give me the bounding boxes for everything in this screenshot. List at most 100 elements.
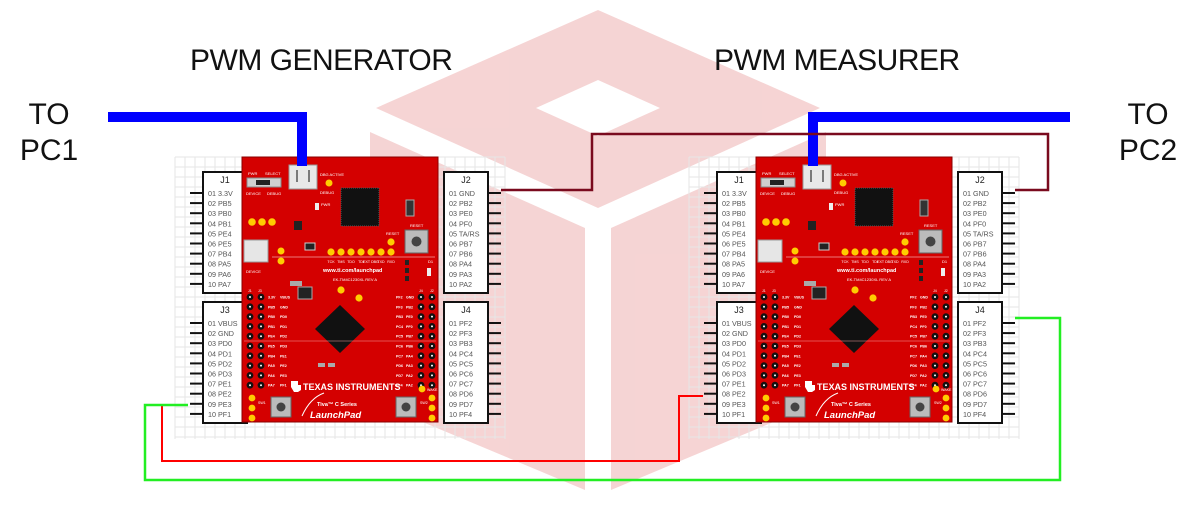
silk-pin-label: PC5 [396,335,403,339]
header-pin-label: 10 PA2 [449,280,472,289]
switch-knob [256,180,270,185]
silk-pin-label: PE3 [280,374,287,378]
header-pin-center [431,305,433,308]
header-pin-center [249,354,251,357]
silk-pin-label: PD2 [280,335,287,339]
header-pin-center [945,384,947,387]
silk-pin-label: PB1 [782,325,789,329]
jtag-pad [891,248,899,256]
debug-mcu-chip [854,187,894,227]
header-pin-center [763,296,765,298]
header-pin-center [945,335,947,338]
header-pin-label: 08 PE2 [208,390,232,399]
header-pin-center [260,364,262,367]
header-pin-label: 07 PB4 [722,250,746,259]
silk-pin-label: PB4 [268,354,275,358]
silk-pin-label: PF1 [794,384,801,388]
test-pad [277,257,285,265]
regulator [405,199,415,217]
silk-model: EK-TM4C1230XL REV A [333,277,377,282]
silk-pin-label: PC5 [910,335,917,339]
header-pin-label: 05 PE4 [722,229,746,238]
header-pin-label: 01 PF2 [449,319,472,328]
silk-pin-label: PD0 [280,315,287,319]
silk-pin-label: PE0 [920,315,927,319]
resistor [318,363,325,367]
header-pin-label: 09 PA3 [449,270,472,279]
header-pin-label: 07 PE1 [208,380,232,389]
jtag-pad [377,248,385,256]
jtag-pad [357,248,365,256]
header-box [716,301,762,424]
silk-pin-label: PF4 [396,384,403,388]
header-pin-center [431,335,433,338]
test-pad [355,294,363,302]
silk-pin-label: VBUS [280,296,291,300]
silk-pin-label: PB2 [920,305,927,309]
silk-jtag-label: RXD [387,260,395,264]
jtag-pad [327,248,335,256]
ti-brand-text: TEXAS INSTRUMENTS [303,382,401,392]
launchpad-text: LaunchPad [824,410,875,421]
header-pin-center [945,325,947,328]
header-pin-label: 01 GND [963,189,989,198]
header-pin-label: 10 PF1 [722,410,745,419]
header-pin-label: 03 PB0 [208,209,232,218]
test-pad [791,247,799,255]
header-pin-center [249,296,251,298]
header-pin-label: 09 PA3 [963,270,986,279]
header-pin-label: 04 PF0 [963,219,986,228]
header-pin-label: 08 PD6 [449,390,473,399]
header-box [443,301,489,424]
header-pin-label: 03 PB3 [963,339,987,348]
header-pin-center [774,364,776,367]
silk-pin-label: PF3 [910,305,917,309]
header-pin-label: 06 PE5 [208,240,232,249]
header-box [957,171,1003,294]
silk-pin-label: PF2 [396,296,403,300]
header-pin-label: 02 PF3 [449,329,472,338]
header-pin-label: 06 PB7 [963,240,987,249]
silk-pin-label: PD6 [910,364,917,368]
header-pin-center [934,335,936,338]
test-pad [942,394,950,402]
silk-pin-label: PA5 [268,364,275,368]
header-pin-center [260,335,262,338]
silk-jtag-label: TDI [358,260,364,264]
header-pin-center [420,305,422,308]
header-title: J1 [734,175,744,185]
header-pin-label: 08 PA4 [449,260,472,269]
header-pin-label: 09 PD7 [449,400,473,409]
sw1-button-cap [790,402,800,412]
silk-wake: WAKE [941,388,952,392]
header-pin-center [945,345,947,347]
header-pin-center [260,315,262,318]
capacitor [290,281,302,286]
header-pin-center [249,364,251,367]
ldo-chip [811,286,827,300]
header-pin-center [420,335,422,338]
silk-j1: J1 [248,289,252,293]
reset-button-cap [925,236,936,247]
header-pin-center [260,354,262,357]
header-pin-center [763,374,765,377]
silk-wake: WAKE [427,388,438,392]
silk-sw1: SW1 [772,401,780,405]
header-pin-label: 05 TA/RS [963,229,994,238]
usb-device-connector [757,239,783,263]
header-pin-label: 08 PA4 [963,260,986,269]
silk-pwr-led: PWR [321,202,330,207]
header-pin-center [420,354,422,357]
header-pin-center [260,384,262,387]
header-pin-center [774,325,776,328]
silk-pin-label: PE3 [794,374,801,378]
header-pin-center [431,325,433,328]
jtag-pad [851,248,859,256]
header-pin-center [420,364,422,367]
silk-pin-label: PF2 [910,296,917,300]
